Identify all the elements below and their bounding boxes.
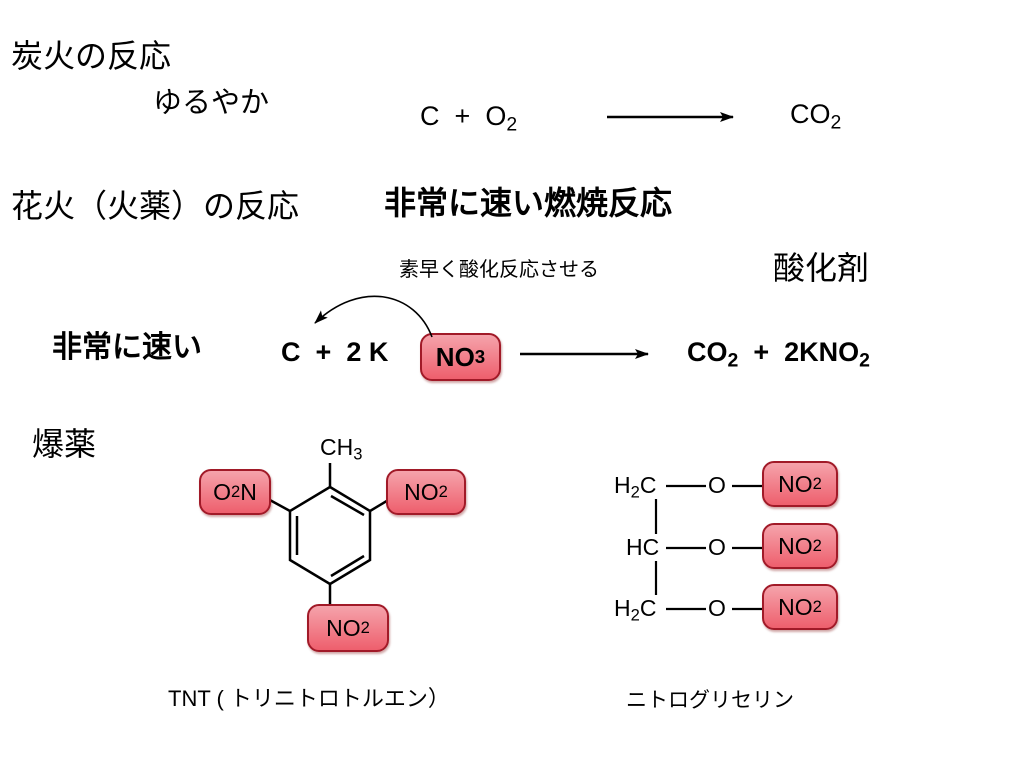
oxygen-transfer-arrow <box>314 295 433 338</box>
speed-very-fast: 非常に速い <box>52 330 202 365</box>
equation-charcoal: C + O2 <box>420 101 518 136</box>
oxygen-bottom: O <box>708 595 726 621</box>
section-title-explosive: 爆薬 <box>32 425 97 463</box>
reactant-carbon: C <box>281 337 301 367</box>
section-title-charcoal: 炭火の反応 <box>11 37 172 75</box>
tnt-benzene-ring <box>267 463 391 607</box>
product-co2: CO2 <box>687 337 739 372</box>
reaction-speed-slow: ゆるやか <box>153 85 270 119</box>
oxygen-top: O <box>708 472 726 498</box>
equation-firework-lhs: C + 2 K <box>281 339 388 366</box>
tnt-caption: TNT ( トリニトロトルエン） <box>168 686 450 711</box>
plus-sign: + <box>454 101 471 131</box>
product-kno2: 2KNO2 <box>784 337 870 372</box>
nitroglycerin-caption: ニトログリセリン <box>626 688 794 712</box>
equation-firework-rhs: CO2 + 2KNO2 <box>687 337 870 372</box>
oxygen-middle: O <box>708 534 726 560</box>
nitroglycerin-bonds <box>654 484 763 611</box>
oxidizer-label: 酸化剤 <box>773 249 870 287</box>
section-title-firework: 花火（火薬）の反応 <box>11 187 300 225</box>
headline-fast-combustion: 非常に速い燃焼反応 <box>384 184 673 222</box>
annotation-rapid-oxidation: 素早く酸化反応させる <box>399 257 599 281</box>
methyl-group: CH3 <box>320 434 363 464</box>
carbon-ch2-bottom: H2C <box>614 595 657 625</box>
plus-sign: + <box>315 337 332 367</box>
product-co2: CO2 <box>790 99 842 134</box>
carbon-ch2-top: H2C <box>614 472 657 502</box>
reactant-potassium: 2 K <box>346 337 389 367</box>
carbon-ch-middle: HC <box>626 534 660 560</box>
plus-sign: + <box>753 337 770 367</box>
reactant-oxygen: O2 <box>485 101 518 136</box>
reactant-carbon: C <box>420 101 440 131</box>
